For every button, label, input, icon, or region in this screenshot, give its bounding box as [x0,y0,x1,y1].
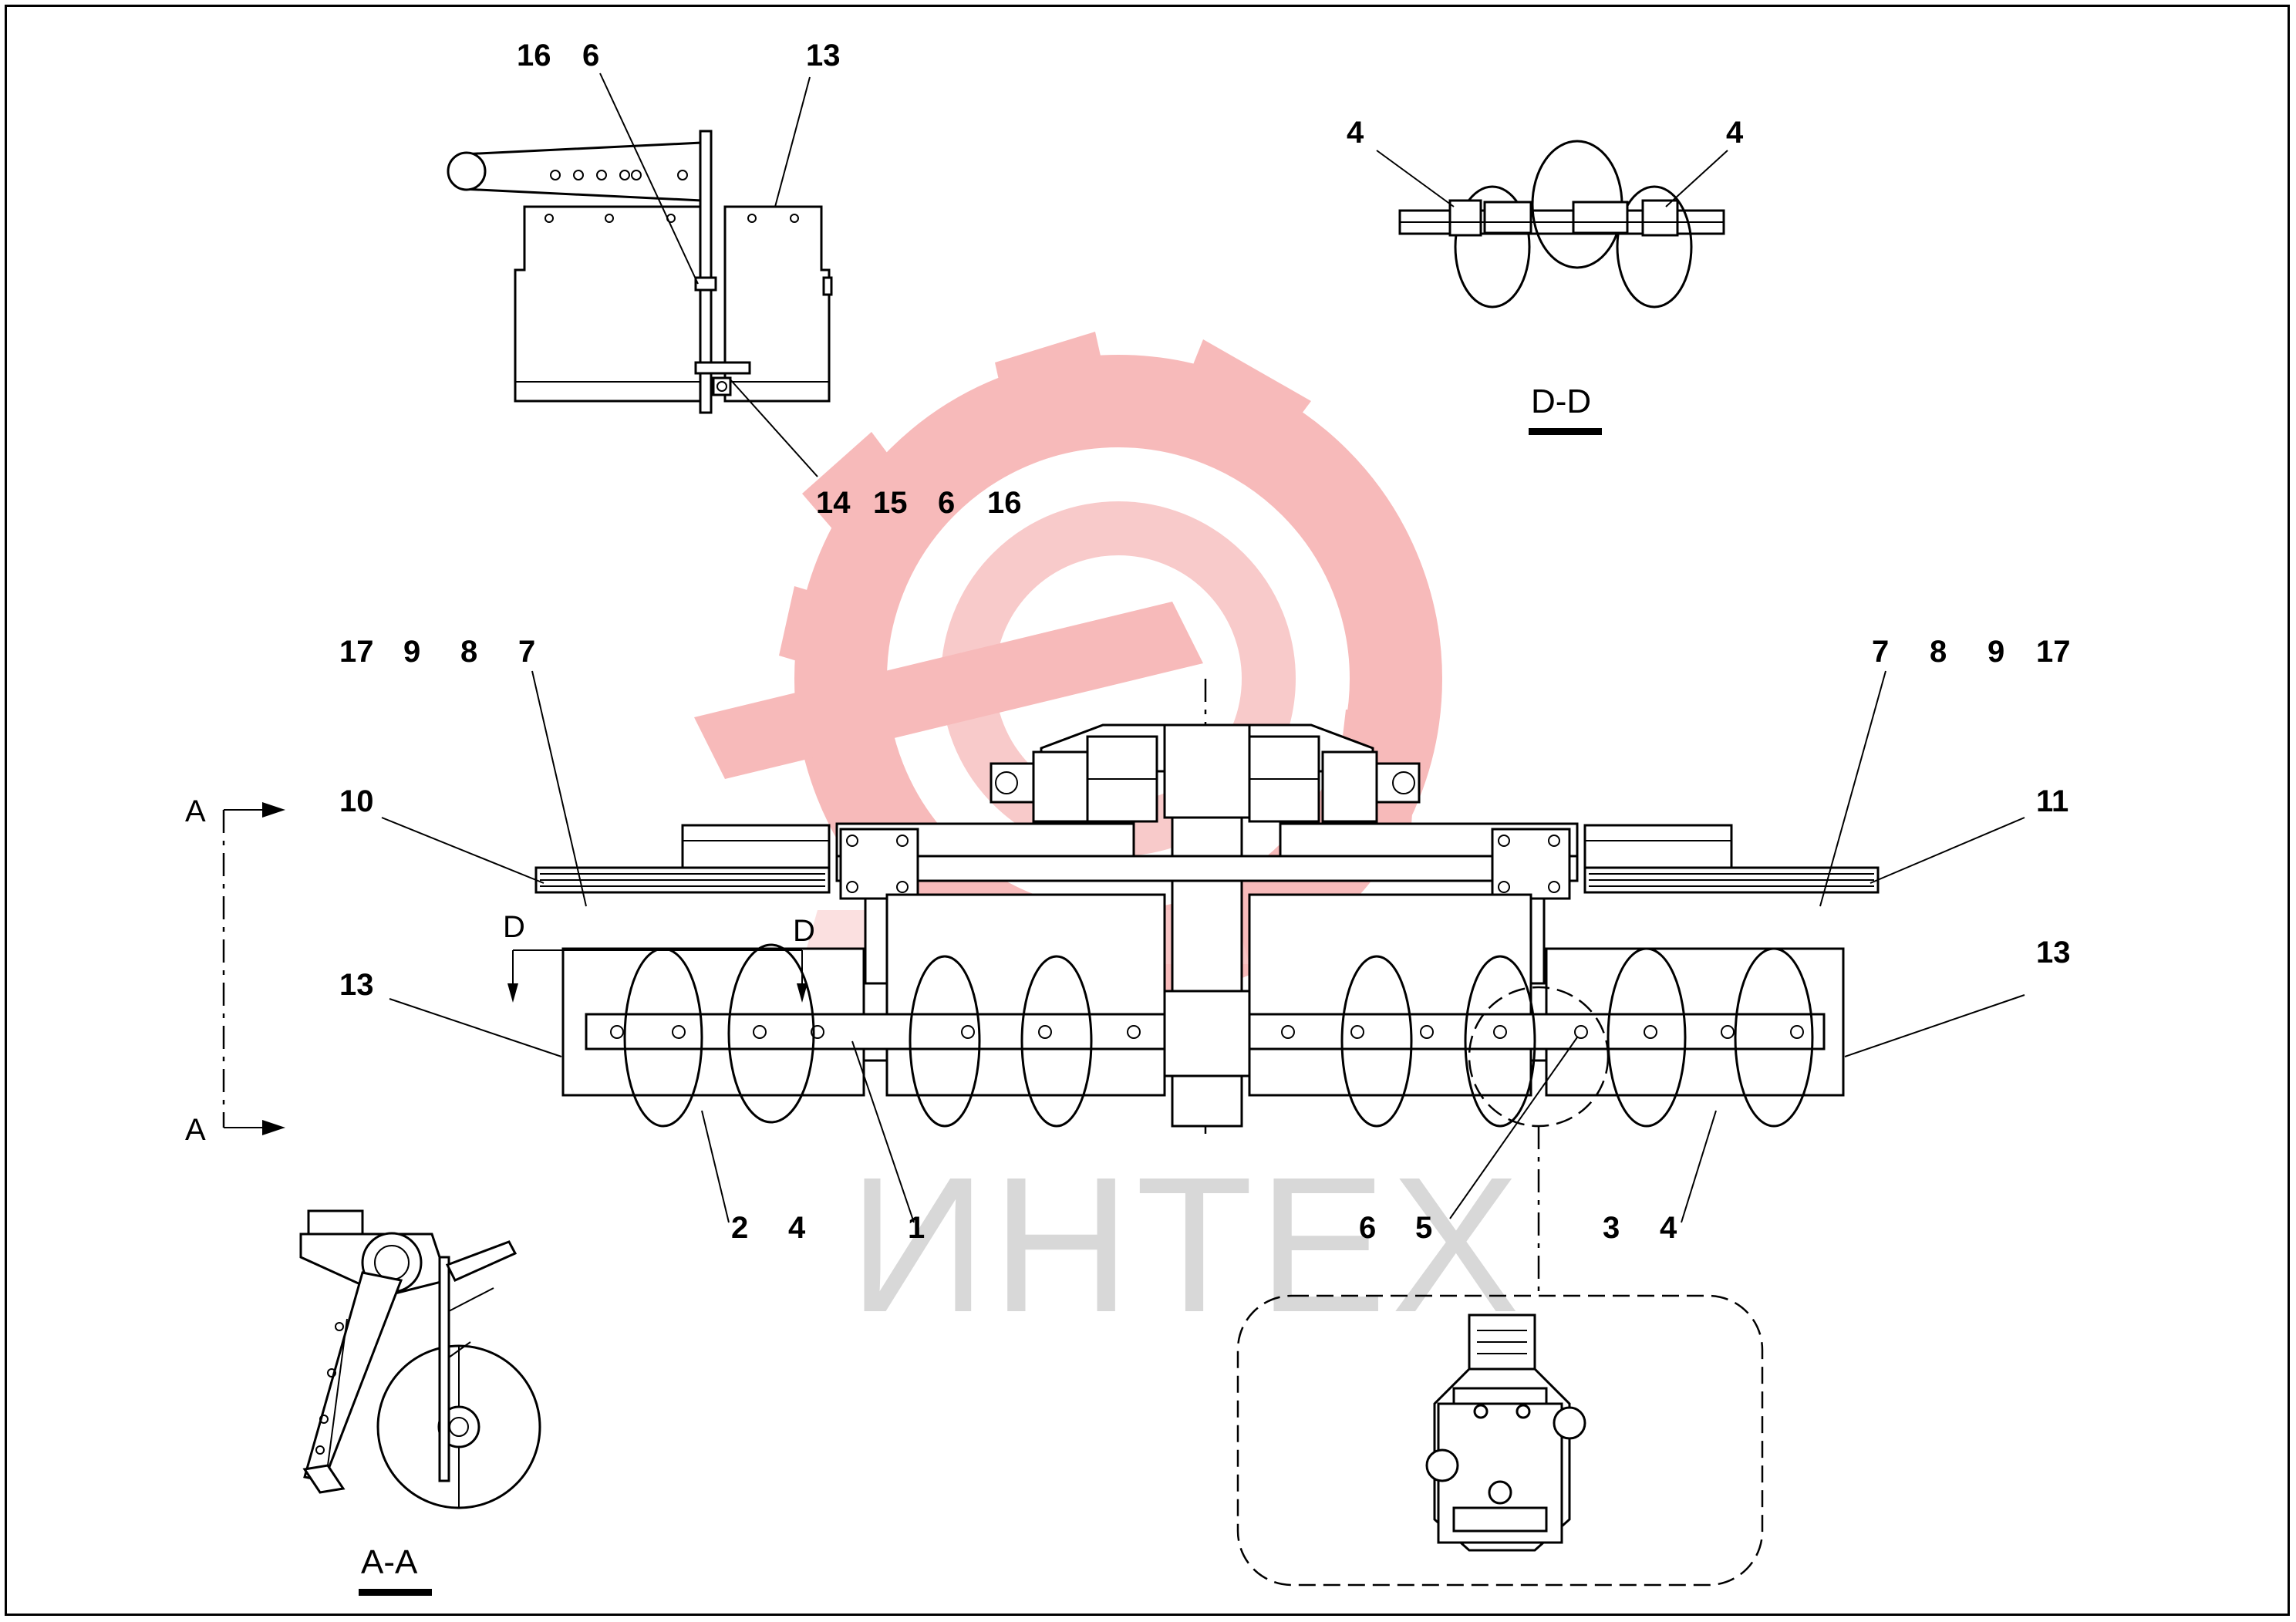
callout-9-right: 9 [1988,635,2004,669]
callout-17-left: 17 [339,635,374,669]
callout-10: 10 [339,784,374,818]
section-marker-d-right: D [793,914,815,948]
callout-3: 3 [1603,1211,1620,1245]
watermark-text: ИНТЕХ [848,1137,1524,1352]
callout-6: 6 [582,39,599,73]
section-title-dd: D-D [1531,383,1591,420]
callout-4b: 4 [1660,1211,1677,1245]
top-view-callouts: 16 6 13 14 15 6 16 [517,39,1022,520]
callout-16: 16 [517,39,551,73]
dd-section-view [1376,140,1728,309]
callout-dd-4-left: 4 [1347,116,1364,150]
main-view-leaders [381,670,2025,1223]
callout-7-left: 7 [518,635,535,669]
callout-17-right: 17 [2036,635,2071,669]
dd-callouts: 4 4 [1347,116,1744,150]
section-markers-a: A A [185,794,285,1147]
callout-1: 1 [908,1211,925,1245]
callout-13: 13 [806,39,841,73]
callout-8-right: 8 [1930,635,1947,669]
callout-13-right: 13 [2036,936,2071,969]
callout-2: 2 [731,1211,748,1245]
callout-9-left: 9 [403,635,420,669]
callout-dd-4-right: 4 [1726,116,1744,150]
callout-8-left: 8 [460,635,477,669]
main-assembly-view [534,679,1880,1296]
detail-view [1236,1294,1764,1587]
section-title-aa-underline [359,1589,432,1596]
callout-5: 5 [1415,1211,1432,1245]
callout-13-left: 13 [339,968,374,1002]
main-view-callouts: 17 9 8 7 7 8 9 17 10 11 13 13 2 4 1 6 5 … [339,635,2071,1245]
callout-16b: 16 [987,486,1022,520]
callout-4a: 4 [788,1211,806,1245]
callout-11: 11 [2036,784,2068,818]
top-view-detail [447,73,833,477]
sheet-border [5,5,2290,1616]
callout-14: 14 [816,486,851,520]
aa-section-view [299,1209,541,1509]
callout-6b: 6 [938,486,955,520]
callout-6: 6 [1359,1211,1376,1245]
section-marker-a-bottom: A [185,1113,206,1147]
section-title-dd-underline [1529,428,1602,435]
section-title-aa: A-A [361,1543,418,1581]
section-marker-a-top: A [185,794,206,828]
callout-7-right: 7 [1872,635,1889,669]
section-marker-d-left: D [503,910,525,944]
section-markers-d: D D [503,910,815,1003]
callout-15: 15 [873,486,908,520]
